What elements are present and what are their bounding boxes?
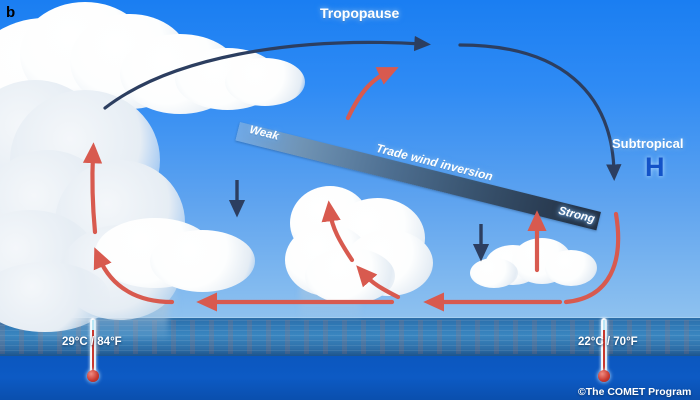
- cumulonimbus-inflow-arrow: [93, 247, 175, 305]
- ocean-deep-band: [0, 356, 700, 400]
- return-branch-arrow: [563, 211, 621, 305]
- congestus-updraft-arrow-upper: [321, 200, 355, 263]
- subsidence-branch-arrow: [458, 43, 622, 181]
- panel-letter: b: [6, 4, 16, 21]
- sea-surface-temp-right: 22°C / 70°F: [578, 336, 638, 348]
- mid-level-outflow-arrow: [345, 67, 399, 121]
- thermometer-mercury: [92, 322, 94, 378]
- deep-updraft-arrow: [82, 142, 103, 235]
- thermometer-bulb: [87, 370, 99, 382]
- subtropical-high-label: Subtropical: [612, 136, 684, 151]
- thermometer-cap: [603, 320, 605, 330]
- thermometer-cap: [92, 320, 94, 330]
- copyright-credit: ©The COMET Program: [578, 386, 692, 398]
- thermometer-mercury: [603, 322, 605, 378]
- congestus-updraft-arrow-lower: [356, 265, 401, 300]
- thermometer-bulb: [598, 370, 610, 382]
- sea-surface-temp-left: 29°C / 84°F: [62, 336, 122, 348]
- tropopause-label: Tropopause: [320, 5, 400, 21]
- high-pressure-symbol: H: [645, 152, 665, 182]
- tropopause-outflow-arrow: [103, 35, 431, 110]
